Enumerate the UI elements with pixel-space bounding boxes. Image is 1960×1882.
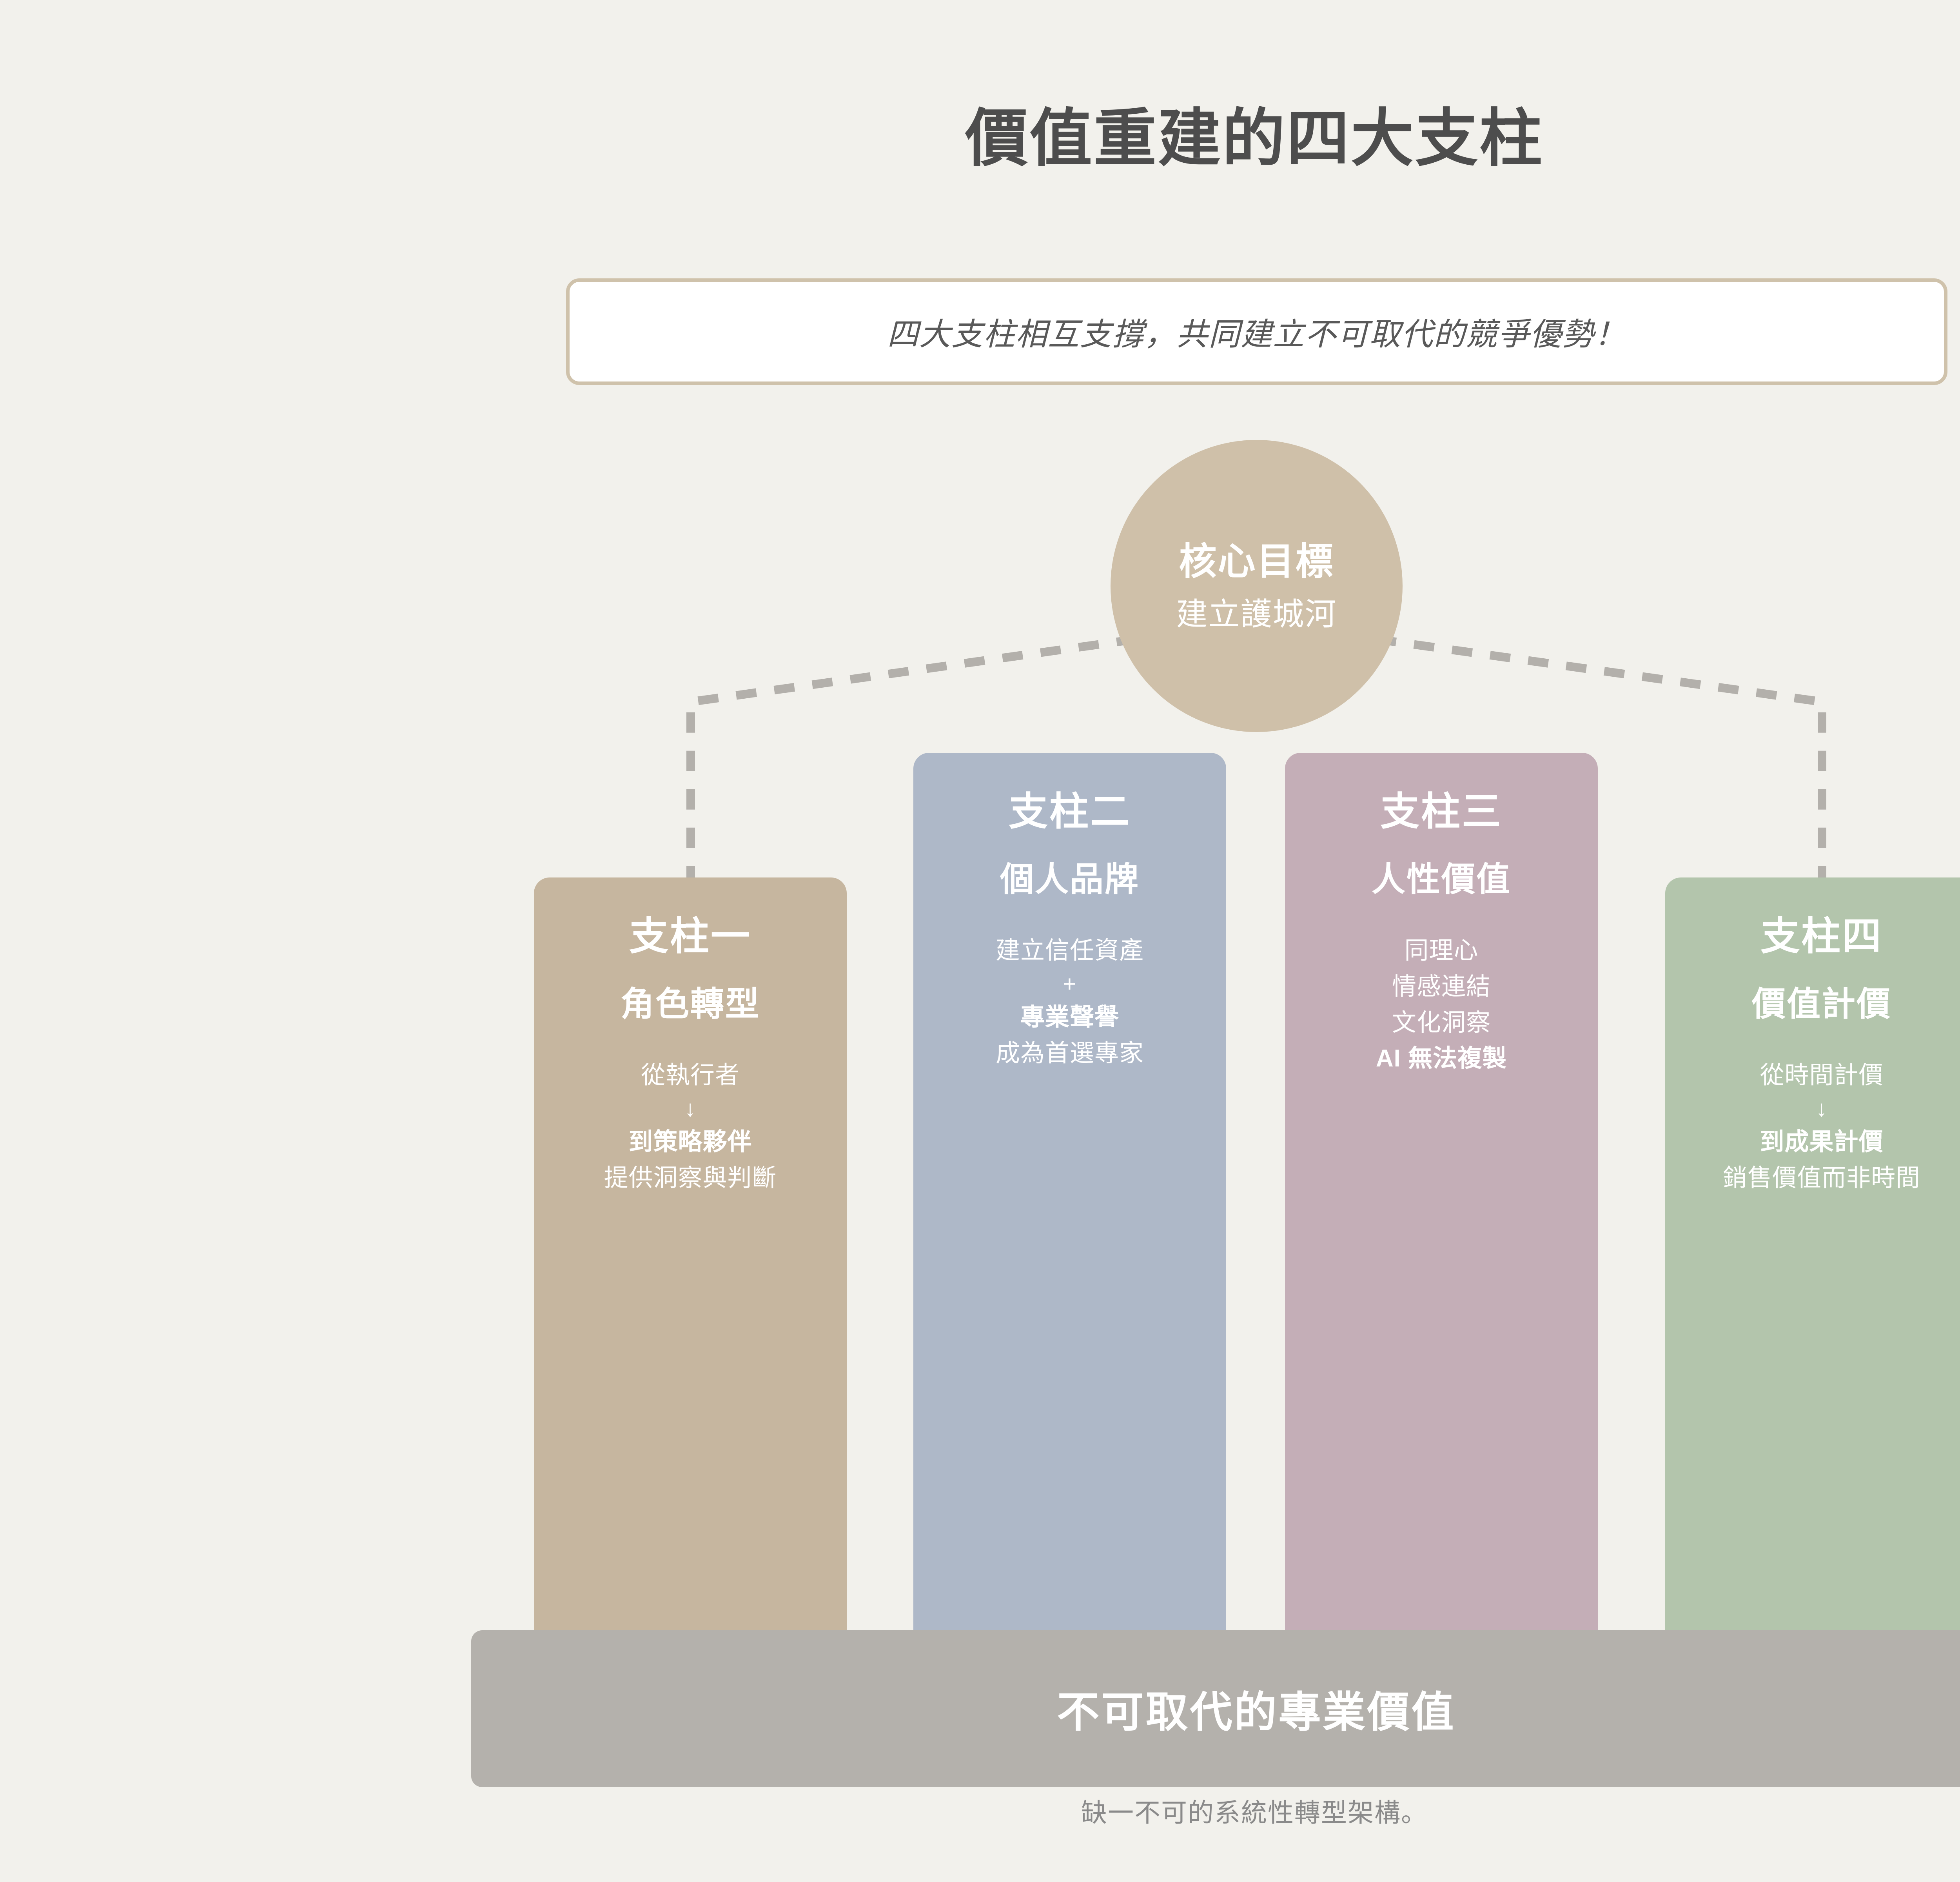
pillar-card-1[interactable]: 支柱一 角色轉型 從執行者 ↓ 到策略夥伴 提供洞察與判斷 (534, 877, 847, 1634)
pillar-4-number: 支柱四 (1760, 914, 1883, 958)
pillar-card-3[interactable]: 支柱三 人性價值 同理心 情感連結 文化洞察 AI 無法複製 (1285, 753, 1598, 1634)
plus-icon: + (1063, 971, 1077, 997)
pillar-1-name: 角色轉型 (621, 985, 760, 1023)
summary-banner-text: 四大支柱相互支撐，共同建立不可取代的競爭優勢！ (887, 317, 1626, 352)
down-arrow-icon: ↓ (1815, 1095, 1828, 1121)
pillar-4-detail-line: 到成果計價 (1760, 1128, 1884, 1156)
pillar-3-detail-line: 文化洞察 (1392, 1009, 1491, 1036)
down-arrow-icon: ↓ (684, 1095, 696, 1121)
pillar-1-detail-line: 提供洞察與判斷 (604, 1164, 777, 1192)
foundation-bar-text: 不可取代的專業價值 (1057, 1688, 1456, 1736)
page-title: 價值重建的四大支柱 (965, 103, 1544, 174)
foundation-bar: 不可取代的專業價值 (471, 1630, 1960, 1787)
pillar-3-detail-line: 同理心 (1404, 937, 1479, 965)
pillar-2-detail-line: 建立信任資產 (995, 937, 1144, 965)
core-goal-subtitle: 建立護城河 (1176, 596, 1337, 632)
pillar-1-detail-line: 到策略夥伴 (628, 1128, 752, 1156)
pillar-2-number: 支柱二 (1009, 790, 1131, 834)
pillar-card-4[interactable]: 支柱四 價值計價 從時間計價 ↓ 到成果計價 銷售價值而非時間 (1665, 877, 1960, 1634)
pillar-card-2[interactable]: 支柱二 個人品牌 建立信任資產 + 專業聲譽 成為首選專家 (913, 753, 1226, 1634)
pillar-3-detail-line: AI 無法複製 (1376, 1045, 1507, 1072)
pillar-2-name: 個人品牌 (1000, 861, 1140, 898)
pillar-1-detail: 從執行者 ↓ 到策略夥伴 提供洞察與判斷 (604, 1057, 777, 1196)
pillar-4-detail-line: 從時間計價 (1760, 1062, 1884, 1089)
core-goal-node: 核心目標 建立護城河 (1111, 440, 1403, 732)
summary-banner: 四大支柱相互支撐，共同建立不可取代的競爭優勢！ (566, 278, 1947, 385)
footer-note: 缺一不可的系統性轉型架構。 (1081, 1798, 1428, 1827)
pillar-3-number: 支柱三 (1380, 790, 1503, 834)
pillar-1-detail-line: 從執行者 (641, 1062, 740, 1089)
pillar-4-name: 價值計價 (1752, 985, 1891, 1023)
core-goal-title: 核心目標 (1179, 540, 1334, 583)
pillar-4-detail: 從時間計價 ↓ 到成果計價 銷售價值而非時間 (1723, 1057, 1920, 1196)
pillar-1-number: 支柱一 (629, 914, 751, 958)
pillar-3-detail-line: 情感連結 (1392, 973, 1491, 1000)
pillar-2-detail: 建立信任資產 + 專業聲譽 成為首選專家 (996, 933, 1144, 1072)
pillar-2-detail-line: 成為首選專家 (995, 1039, 1144, 1067)
pillar-3-detail: 同理心 情感連結 文化洞察 AI 無法複製 (1376, 933, 1507, 1077)
pillar-4-detail-line: 銷售價值而非時間 (1722, 1164, 1920, 1192)
pillar-2-detail-line: 專業聲譽 (1020, 1004, 1119, 1031)
pillar-3-name: 人性價值 (1372, 861, 1511, 898)
